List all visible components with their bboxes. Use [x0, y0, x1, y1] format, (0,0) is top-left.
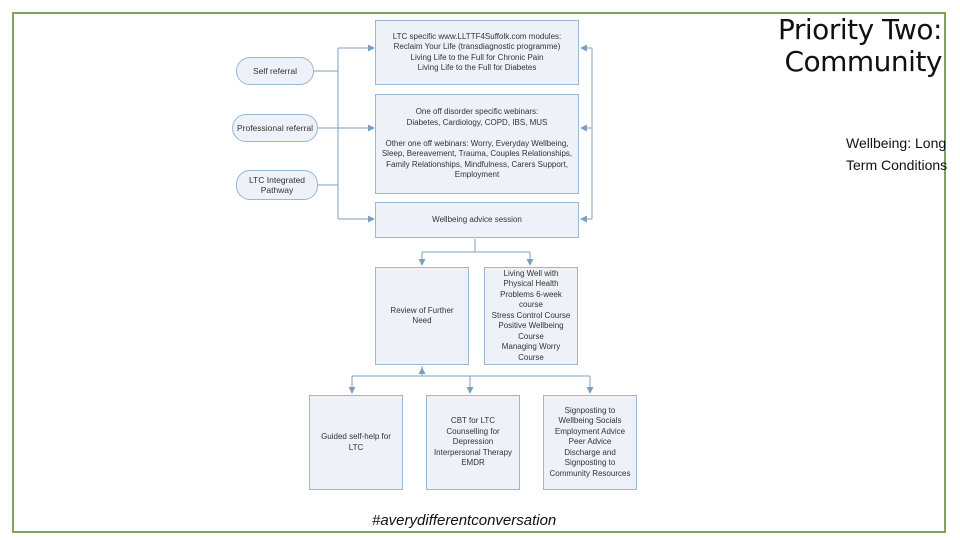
hashtag-caption: #averydifferentconversation	[372, 512, 557, 529]
cbt-therapies-box: CBT for LTC Counselling for Depression I…	[426, 395, 520, 490]
courses-box: Living Well with Physical Health Problem…	[484, 267, 578, 365]
webinars-box: One off disorder specific webinars: Diab…	[375, 94, 579, 194]
slide-subtitle: Wellbeing: Long Term Conditions	[846, 135, 948, 173]
slide-title: Priority Two: Community	[778, 13, 943, 78]
slide-frame	[12, 12, 946, 533]
review-further-need-box: Review of Further Need	[375, 267, 469, 365]
ltc-modules-box: LTC specific www.LLTTF4Suffolk.com modul…	[375, 20, 579, 85]
self-referral-node: Self referral	[236, 57, 314, 85]
signposting-box: Signposting to Wellbeing Socials Employm…	[543, 395, 637, 490]
professional-referral-node: Professional referral	[232, 114, 318, 142]
wellbeing-advice-box: Wellbeing advice session	[375, 202, 579, 238]
guided-self-help-box: Guided self-help for LTC	[309, 395, 403, 490]
ltc-pathway-node: LTC Integrated Pathway	[236, 170, 318, 200]
